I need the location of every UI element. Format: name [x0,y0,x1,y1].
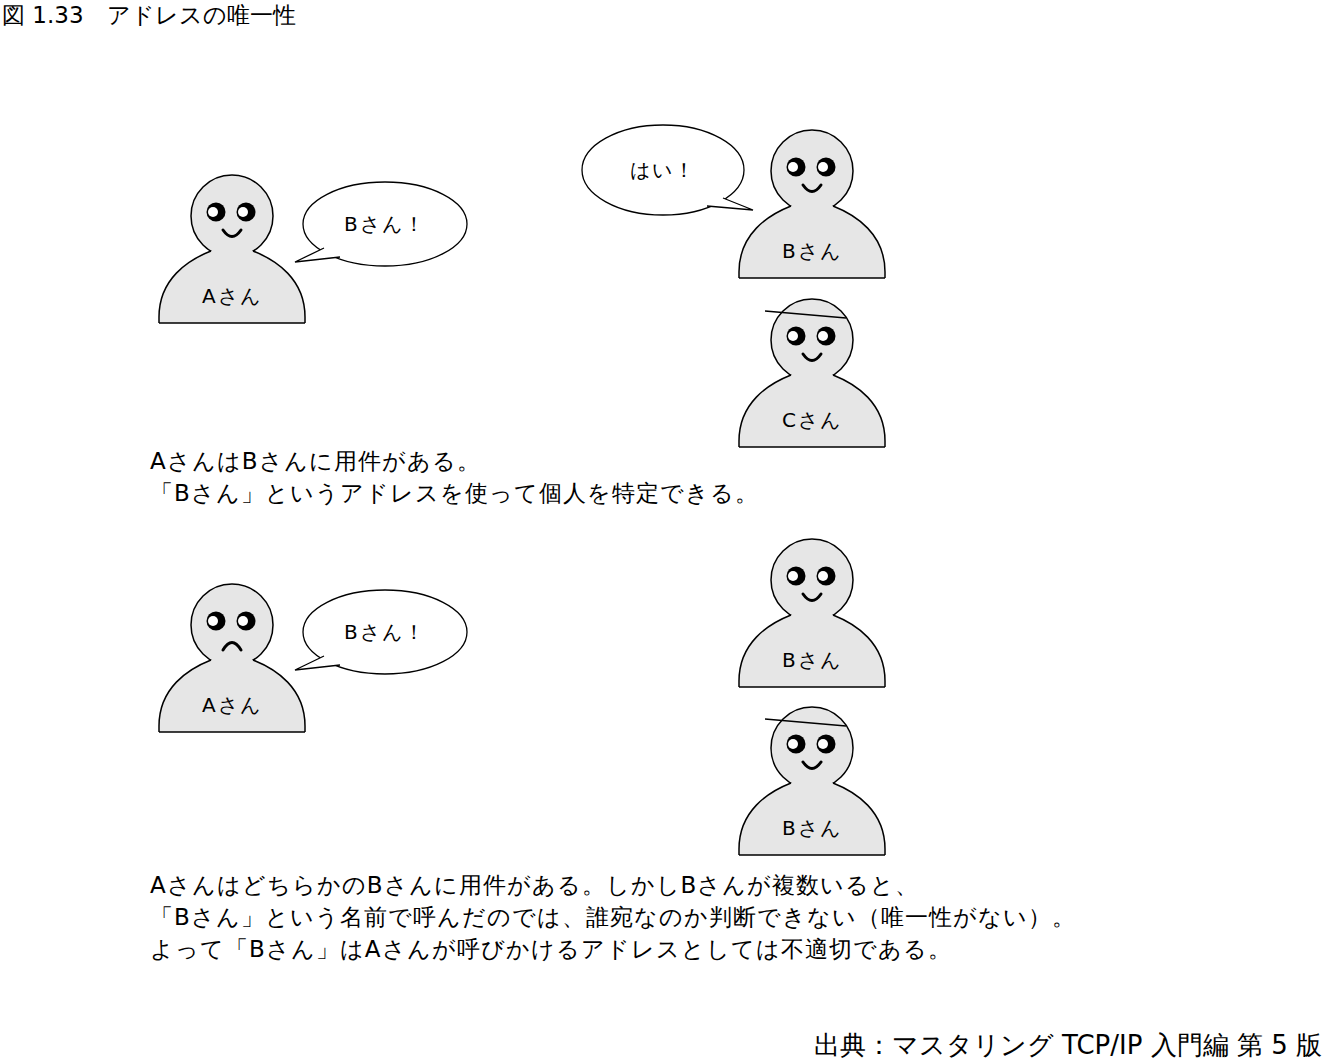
explanation-text: よって「Bさん」はAさんが呼びかけるアドレスとしては不適切である。 [150,934,952,965]
eye-highlight [788,331,798,341]
eye-highlight [788,162,798,172]
eye-highlight [208,207,218,217]
speech-bubble-box: Bさん！ [302,589,468,675]
eye [817,327,836,346]
eye-highlight [818,331,828,341]
eye-highlight [238,207,248,217]
person-head [771,539,853,621]
explanation-text: AさんはどちらかのBさんに用件がある。しかしBさんが複数いると、 [150,870,919,901]
bubble-tail [295,656,340,670]
eye-highlight [818,571,828,581]
eye [817,735,836,754]
person-name: Bさん [782,815,842,842]
person-figure: Bさん [738,129,886,279]
person-figure: Aさん [158,174,306,324]
person-body-fill [739,615,885,687]
eye [237,203,256,222]
eye-highlight [818,162,828,172]
bubble-tail [295,248,340,262]
person-name: Cさん [782,407,842,434]
mouth [223,230,241,237]
person-body-outline [739,783,885,855]
eye [817,158,836,177]
person-figure: Bさん [738,538,886,688]
person-name: Aさん [202,692,262,719]
speech-text: Bさん！ [344,619,426,646]
person-body-fill [159,251,305,323]
mouth [803,594,821,601]
eye-highlight [208,616,218,626]
eye [787,567,806,586]
person-head [771,299,853,381]
headband-line [765,311,846,318]
speech-bubble-box: Bさん！ [302,181,468,267]
person-body-outline [159,251,305,323]
person-body-outline [739,615,885,687]
speech-text: Bさん！ [344,211,426,238]
explanation-text: 「Bさん」という名前で呼んだのでは、誰宛なのか判断できない（唯一性がない）。 [150,902,1076,933]
person-name: Bさん [782,238,842,265]
person-body-fill [159,660,305,732]
headband-line [765,719,846,726]
eye [787,158,806,177]
person-body-fill [739,375,885,447]
person-body-fill [739,783,885,855]
speech-text: はい！ [630,157,696,184]
person-head [191,175,273,257]
eye [207,612,226,631]
eye [787,735,806,754]
bubble-tail [707,198,753,210]
person-body-outline [739,375,885,447]
person-name: Bさん [782,647,842,674]
eye [237,612,256,631]
person-body-outline [159,660,305,732]
person-figure: Cさん [738,298,886,448]
person-head [771,707,853,789]
person-head [191,584,273,666]
person-name: Aさん [202,283,262,310]
eye-highlight [788,571,798,581]
person-body-fill [739,206,885,278]
eye-highlight [788,739,798,749]
person-head [771,130,853,212]
person-figure: Aさん [158,583,306,733]
explanation-text: AさんはBさんに用件がある。 [150,446,481,477]
speech-bubble-box: はい！ [581,124,745,216]
explanation-text: 「Bさん」というアドレスを使って個人を特定できる。 [150,478,759,509]
source-note: 出典：マスタリング TCP/IP 入門編 第 5 版 [814,1028,1322,1061]
person-figure: Bさん [738,706,886,856]
eye-highlight [818,739,828,749]
eye [817,567,836,586]
mouth [803,354,821,361]
mouth [803,185,821,192]
mouth [223,643,241,651]
person-body-outline [739,206,885,278]
mouth [803,762,821,769]
eye [787,327,806,346]
eye [207,203,226,222]
eye-highlight [238,616,248,626]
figure-title: 図 1.33 アドレスの唯一性 [2,0,296,31]
